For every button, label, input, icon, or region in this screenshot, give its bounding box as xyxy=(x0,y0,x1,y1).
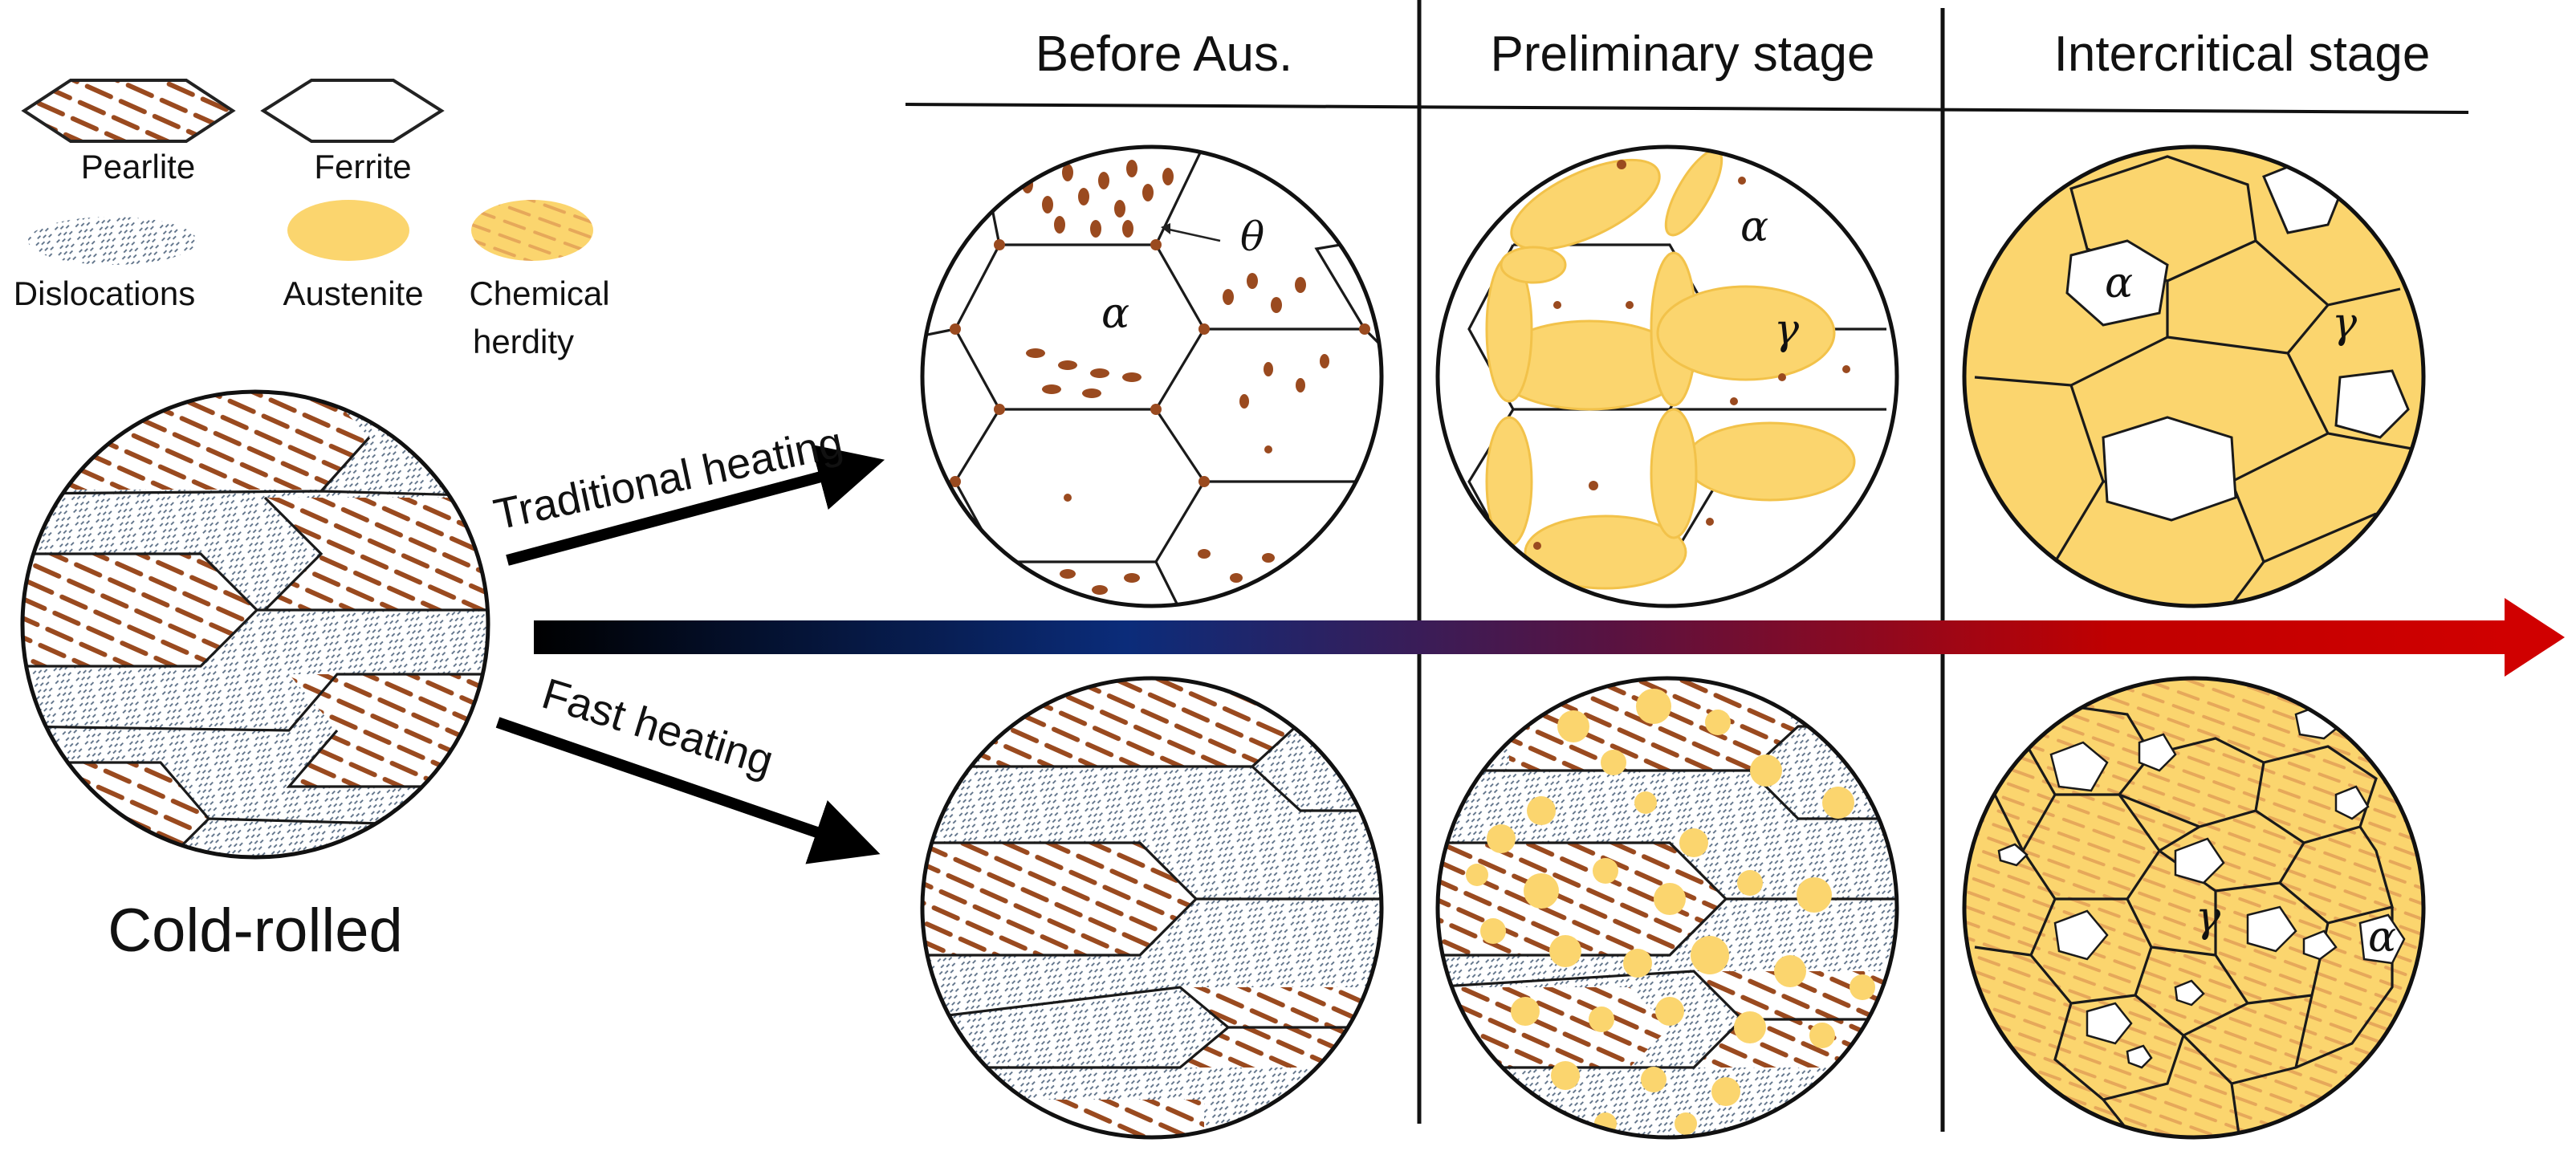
fast-heating-label: Fast heating xyxy=(536,669,779,785)
traditional-heating-arrow xyxy=(506,444,885,566)
cold-rolled-microstructure xyxy=(20,389,490,860)
column-title-intercritical: Intercritical stage xyxy=(2054,26,2431,82)
traditional-before-aus-circle xyxy=(920,144,1384,608)
fast-intercritical-alpha-label: α xyxy=(2368,913,2396,962)
column-header-grid xyxy=(905,0,2469,1132)
fast-preliminary-circle xyxy=(1435,676,1899,1140)
legend-pearlite-label: Pearlite xyxy=(81,148,195,185)
fast-heating-arrow xyxy=(495,717,881,864)
before-theta-label: θ xyxy=(1240,214,1264,260)
ferrite-grain xyxy=(2334,369,2410,439)
legend-dislocations-swatch xyxy=(28,217,197,265)
traditional-preliminary-circle xyxy=(1435,144,1899,608)
fast-intercritical-circle xyxy=(1962,676,2426,1140)
temperature-timeline-arrow xyxy=(534,598,2565,677)
legend-austenite-label: Austenite xyxy=(283,275,423,312)
intercritical-alpha-label: α xyxy=(2105,259,2133,307)
legend-chemical-heredity-swatch xyxy=(471,200,593,261)
ferrite-grains-fine xyxy=(1997,701,2406,1069)
preliminary-alpha-label: α xyxy=(1740,203,1768,251)
column-title-preliminary: Preliminary stage xyxy=(1491,26,1875,82)
austenite-nuclei xyxy=(1466,689,1875,1135)
cold-rolled-label: Cold-rolled xyxy=(108,897,403,965)
legend-dislocations-label: Dislocations xyxy=(14,275,195,312)
legend-ferrite-swatch xyxy=(260,79,445,143)
legend-austenite-swatch xyxy=(287,200,409,261)
traditional-intercritical-circle xyxy=(1962,144,2426,608)
ferrite-grain xyxy=(2102,416,2237,522)
preliminary-gamma-label: γ xyxy=(1774,306,1800,354)
column-title-before-aus: Before Aus. xyxy=(1036,26,1293,82)
fast-intercritical-gamma-label: γ xyxy=(2196,893,2221,941)
legend-pearlite-swatch xyxy=(21,79,236,143)
before-alpha-label: α xyxy=(1101,290,1129,338)
austenite-nuclei-at-boundaries xyxy=(1485,148,1856,590)
legend: Pearlite Ferrite Dislocations Austenite … xyxy=(14,79,610,360)
legend-ferrite-label: Ferrite xyxy=(314,148,411,185)
fast-before-aus-circle xyxy=(920,676,1384,1140)
ferrite-grain xyxy=(2065,239,2169,327)
legend-chemical-label-line2: herdity xyxy=(473,323,574,360)
legend-chemical-label-line1: Chemical xyxy=(469,275,609,312)
intercritical-gamma-label: γ xyxy=(2332,299,2358,348)
